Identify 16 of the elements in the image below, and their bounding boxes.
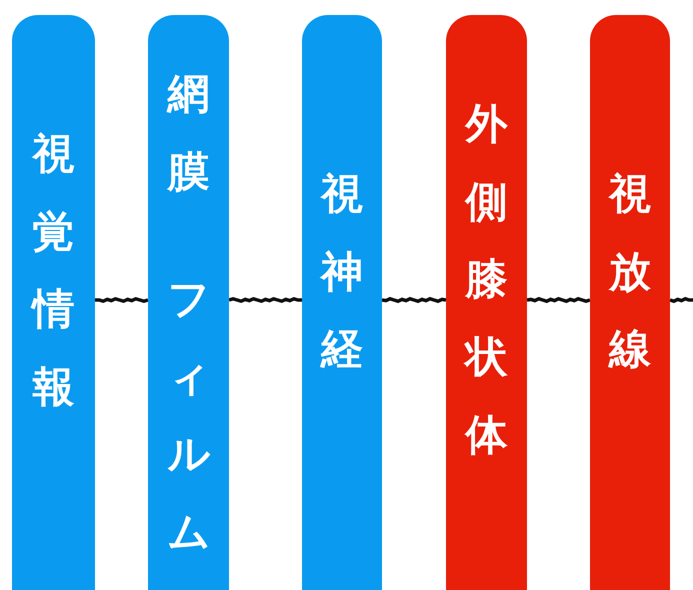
- vertical-bar: [590, 15, 670, 590]
- connector-line: [669, 296, 693, 304]
- connector-line: [228, 296, 302, 304]
- vertical-bar: [302, 15, 382, 590]
- bar-label: 視覚情報: [32, 128, 74, 414]
- bar-label: フィルム: [168, 273, 210, 558]
- connector-line: [526, 296, 591, 304]
- connector-line: [382, 296, 446, 304]
- bar-label: 視神経: [321, 168, 363, 376]
- vertical-bar: [446, 15, 527, 590]
- vertical-bar: [12, 15, 95, 590]
- connector-line: [95, 296, 148, 304]
- bar-label: 外側膝状体: [466, 98, 508, 461]
- vertical-bar: [148, 15, 229, 590]
- bar-label: 網膜: [168, 68, 210, 198]
- bar-label: 視放線: [609, 168, 651, 376]
